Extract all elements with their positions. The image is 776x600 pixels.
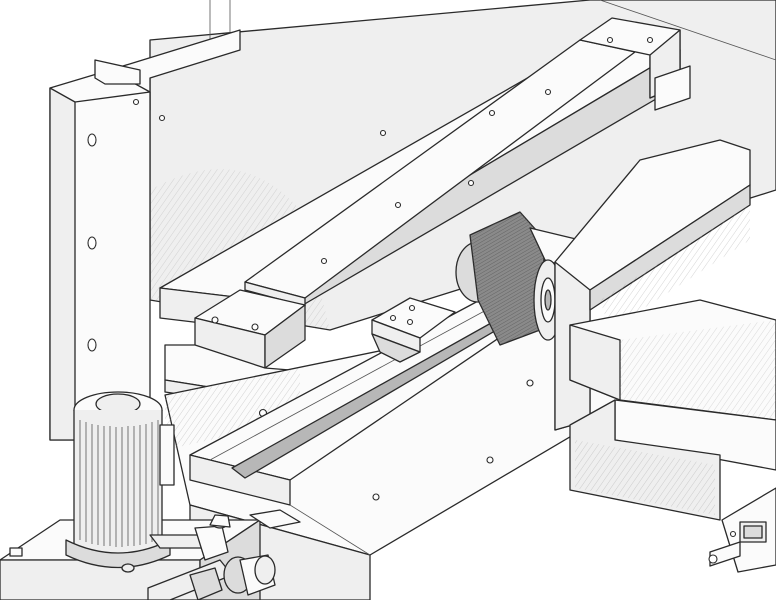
electric-motor	[65, 391, 175, 569]
right-table-block	[569, 299, 776, 521]
slide-carriage	[371, 297, 456, 363]
hydraulic-pipework	[121, 514, 276, 600]
beam-end-block	[579, 17, 691, 111]
upper-guide-beam	[159, 39, 681, 331]
pneumatic-cylinder	[708, 487, 776, 573]
bed-front-edge	[249, 504, 371, 556]
column-bolt-hole	[87, 338, 97, 352]
left-vertical-column	[49, 59, 166, 441]
column-bolt-hole	[87, 133, 97, 147]
v-groove-guide	[189, 299, 541, 506]
left-clamp-block	[194, 289, 306, 369]
column-bolt-hole	[87, 236, 97, 250]
motor-cooling-fins	[79, 420, 159, 547]
